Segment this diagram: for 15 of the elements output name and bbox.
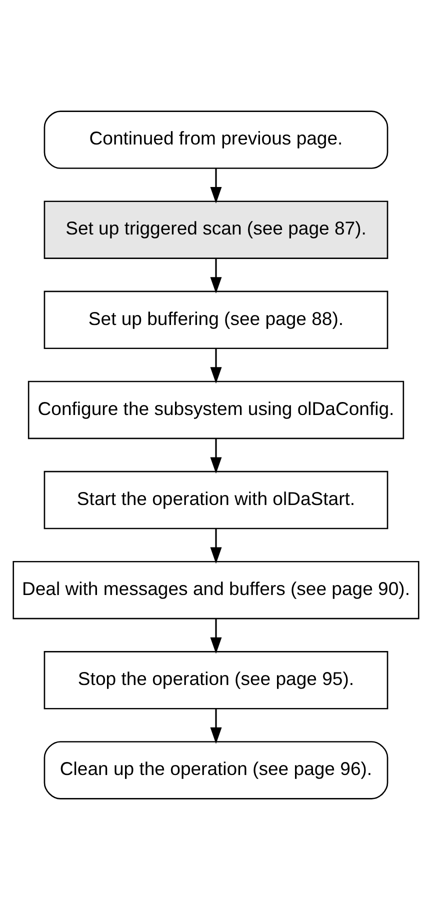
node-box: Stop the operation (see page 95).	[44, 651, 388, 710]
arrow	[210, 348, 222, 384]
arrow	[210, 708, 222, 744]
arrow	[210, 258, 222, 294]
node-box: Set up buffering (see page 88).	[44, 290, 388, 350]
arrow	[210, 528, 222, 564]
node-box: Configure the subsystem using olDaConfig.	[28, 380, 404, 440]
arrow	[210, 438, 222, 474]
arrow	[210, 618, 222, 654]
node-box: Set up triggered scan (see page 87).	[44, 200, 388, 259]
arrow	[210, 168, 222, 204]
node-box: Deal with messages and buffers (see page 90).	[12, 560, 420, 620]
node-box: Continued from previous page.	[44, 110, 388, 169]
node-box: Clean up the operation (see page 96).	[44, 741, 388, 800]
node-box: Start the operation with olDaStart.	[44, 470, 388, 530]
